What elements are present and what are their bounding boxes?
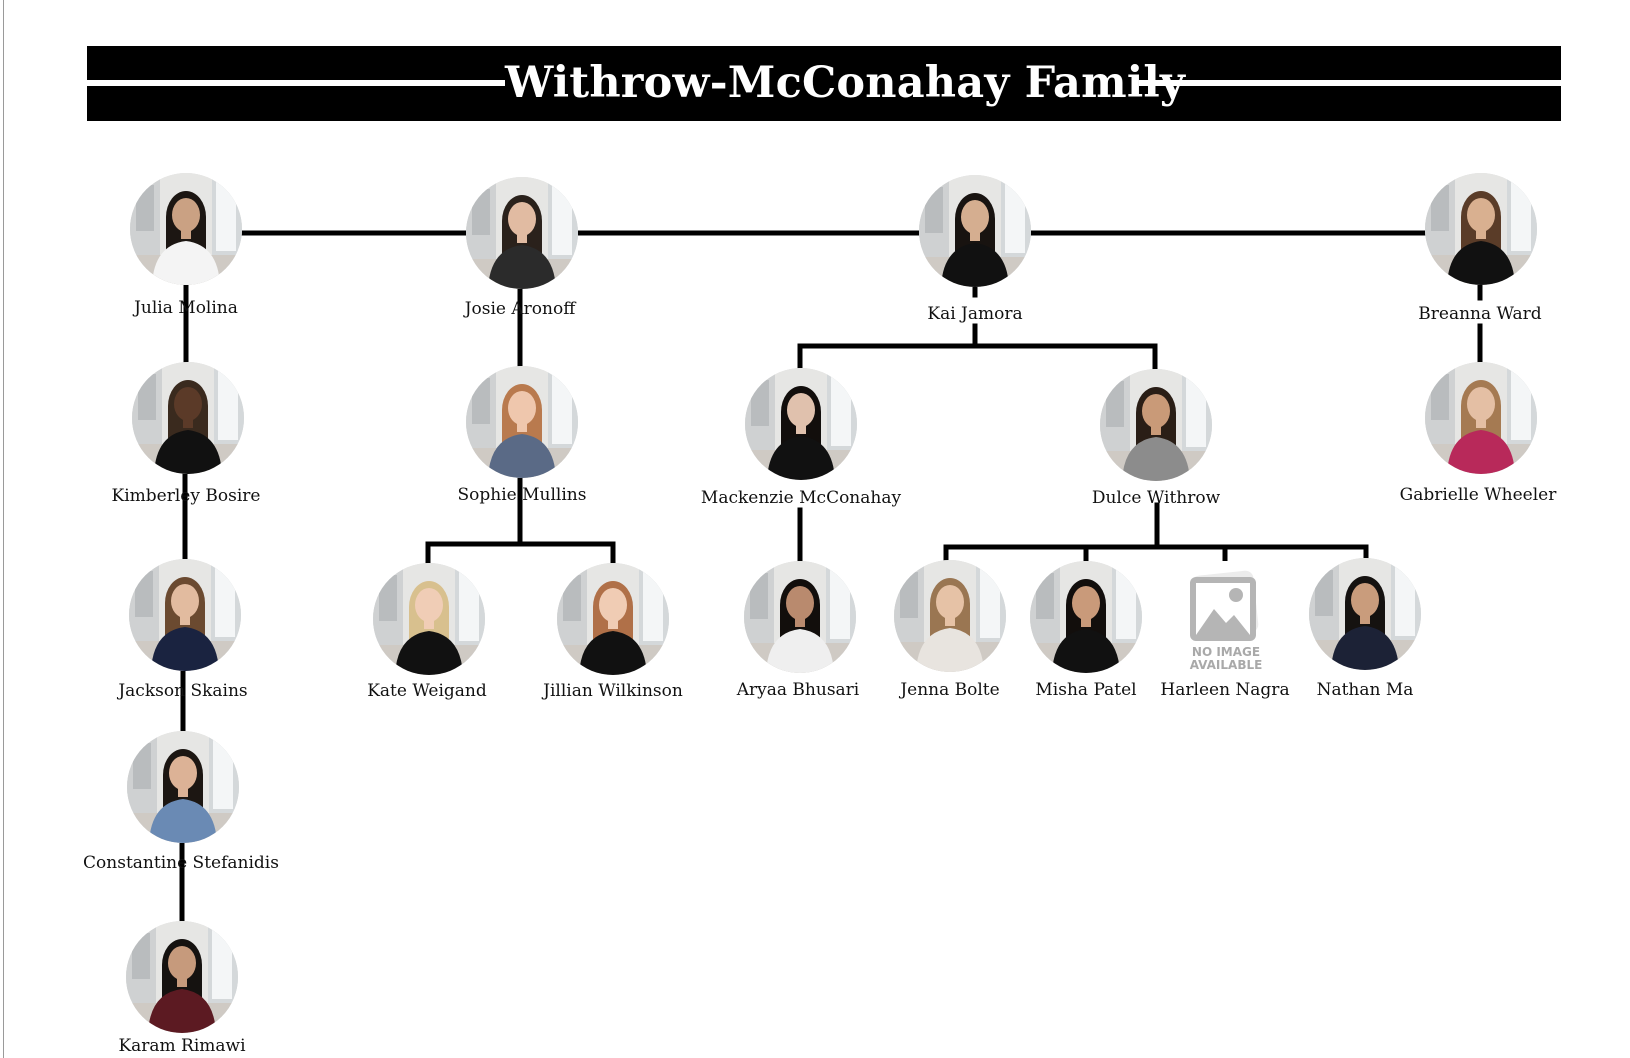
kimberley-bosire-name: Kimberley Bosire	[111, 486, 261, 506]
julia-molina-photo	[130, 173, 242, 285]
dulce-withrow-photo	[1100, 369, 1212, 481]
breanna-ward-name: Breanna Ward	[1418, 304, 1542, 324]
family-title: Withrow-McConahay Family	[505, 58, 1186, 108]
josie-aronoff-photo	[466, 177, 578, 289]
kate-weigand-name: Kate Weigand	[367, 681, 487, 701]
jackson-skains-photo	[129, 559, 241, 671]
gabrielle-wheeler-photo	[1425, 362, 1537, 474]
jillian-wilkinson-name: Jillian Wilkinson	[543, 681, 683, 701]
misha-patel-name: Misha Patel	[1035, 680, 1137, 700]
misha-patel-photo	[1030, 561, 1142, 673]
jenna-bolte-photo	[894, 560, 1006, 672]
karam-rimawi-name: Karam Rimawi	[118, 1036, 246, 1056]
title-stripe-right	[1139, 80, 1561, 86]
kate-weigand-photo	[373, 563, 485, 675]
page-left-edge	[3, 0, 4, 1058]
no-image-available-label: AVAILABLE	[1189, 658, 1263, 672]
kai-jamora-name: Kai Jamora	[927, 304, 1023, 324]
constantine-stefanidis-photo	[127, 731, 239, 843]
title-stripe-left	[87, 80, 505, 86]
gabrielle-wheeler-name: Gabrielle Wheeler	[1399, 485, 1557, 505]
jenna-bolte-name: Jenna Bolte	[900, 680, 1000, 700]
breanna-ward-photo	[1425, 173, 1537, 285]
mackenzie-mcconahay-photo	[745, 368, 857, 480]
sophie-mullins-photo	[466, 366, 578, 478]
karam-rimawi-photo	[126, 921, 238, 1033]
aryaa-bhusari-name: Aryaa Bhusari	[736, 680, 860, 700]
mackenzie-mcconahay-name: Mackenzie McConahay	[700, 488, 902, 508]
nathan-ma-photo	[1309, 558, 1421, 670]
josie-aronoff-name: Josie Aronoff	[464, 299, 576, 319]
sophie-mullins-name: Sophie Mullins	[457, 485, 587, 505]
constantine-stefanidis-name: Constantine Stefanidis	[83, 853, 279, 873]
nathan-ma-name: Nathan Ma	[1316, 680, 1414, 700]
kimberley-bosire-photo	[132, 362, 244, 474]
harleen-nagra-name: Harleen Nagra	[1160, 680, 1290, 700]
jillian-wilkinson-photo	[557, 563, 669, 675]
aryaa-bhusari-photo	[744, 561, 856, 673]
title-banner: Withrow-McConahay Family	[87, 46, 1561, 121]
kai-jamora-photo	[919, 175, 1031, 287]
dulce-withrow-name: Dulce Withrow	[1091, 488, 1221, 508]
jackson-skains-name: Jackson Skains	[118, 681, 248, 701]
no-image-label: NO IMAGE	[1191, 645, 1261, 659]
julia-molina-name: Julia Molina	[134, 298, 238, 318]
